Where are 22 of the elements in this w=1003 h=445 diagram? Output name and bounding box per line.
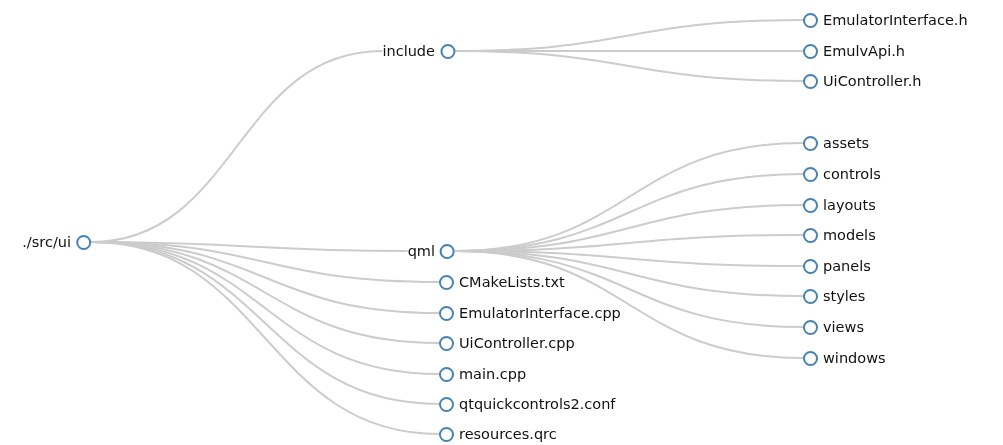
- node-label: EmulvApi.h: [823, 42, 906, 60]
- node-label: ./src/ui: [22, 233, 71, 251]
- node-label: CMakeLists.txt: [459, 273, 565, 291]
- node-label: windows: [823, 349, 886, 367]
- node-label: main.cpp: [459, 365, 527, 383]
- node-label: layouts: [823, 196, 876, 214]
- node-label: panels: [823, 257, 871, 275]
- node-label: qtquickcontrols2.conf: [459, 395, 616, 413]
- tree-link: [454, 250, 804, 359]
- node-label: qml: [407, 242, 435, 260]
- node-label: views: [823, 318, 864, 336]
- node-label: UiController.cpp: [459, 334, 575, 352]
- tree-link: [454, 50, 804, 82]
- node-label: controls: [823, 165, 881, 183]
- node-label: assets: [823, 134, 870, 152]
- node-label: EmulatorInterface.h: [823, 11, 968, 29]
- node-label: include: [382, 42, 435, 60]
- node-label: EmulatorInterface.cpp: [459, 304, 621, 322]
- node-label: styles: [823, 287, 866, 305]
- node-label: UiController.h: [823, 72, 922, 90]
- node-label: models: [823, 226, 876, 244]
- node-label: resources.qrc: [459, 425, 557, 443]
